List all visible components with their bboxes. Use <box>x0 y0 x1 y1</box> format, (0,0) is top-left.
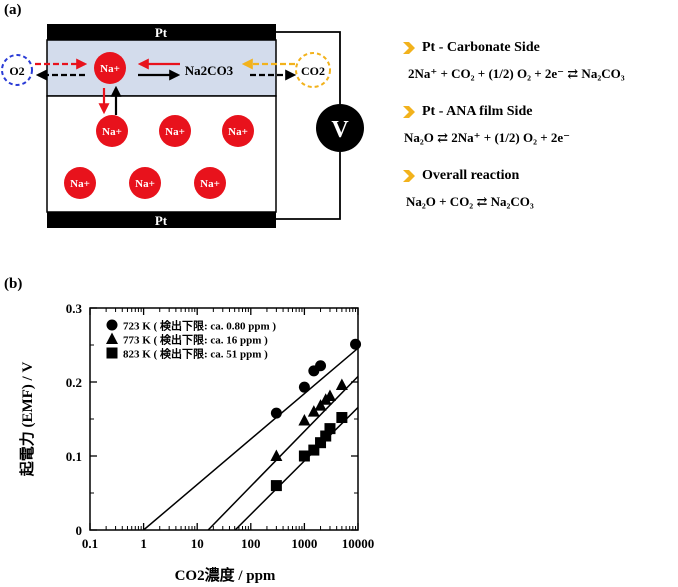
data-point-square <box>270 480 282 492</box>
o2-label: O2 <box>9 64 24 78</box>
section-carbonate: Pt - Carbonate Side 2Na⁺ + CO₂ + (1/2) O… <box>402 40 672 82</box>
equation: Na₂O ⇄ 2Na⁺ + (1/2) O₂ + 2e⁻ <box>404 130 571 145</box>
fit-line <box>207 375 358 530</box>
section-overall: Overall reaction Na₂O + CO₂ ⇄ Na₂CO₃ <box>402 168 672 210</box>
svg-text:Na+: Na+ <box>102 126 122 138</box>
svg-text:Na+: Na+ <box>135 178 155 190</box>
na-ions: Na+ Na+ Na+ Na+ Na+ Na+ Na+ <box>64 52 254 199</box>
na-ion <box>194 167 226 199</box>
data-point-triangle <box>335 378 348 390</box>
panel-b-label: (b) <box>4 276 23 292</box>
y-tick-label: 0.1 <box>66 449 82 464</box>
section-title: Overall reaction <box>422 168 520 183</box>
svg-text:Na+: Na+ <box>100 63 120 75</box>
data-point-triangle <box>298 413 311 426</box>
data-point-triangle <box>314 399 327 411</box>
x-tick-label: 10000 <box>342 536 375 551</box>
x-tick-label: 1 <box>140 536 147 551</box>
data-point-triangle <box>323 389 336 402</box>
na-ion <box>222 115 254 147</box>
reaction-list: Pt - Carbonate Side 2Na⁺ + CO₂ + (1/2) O… <box>402 40 672 210</box>
co2-label: CO2 <box>301 64 325 78</box>
svg-text:Na+: Na+ <box>70 178 90 190</box>
pt-top-label: Pt <box>155 25 168 40</box>
svg-text:Na+: Na+ <box>165 126 185 138</box>
pt-bottom-label: Pt <box>155 213 168 228</box>
y-axis-label: 起電力 (EMF) / V <box>18 362 36 478</box>
data-point-square <box>298 450 310 462</box>
data-points <box>270 338 362 492</box>
legend-label: 823 K ( 検出下限: ca. 51 ppm ) <box>123 347 268 361</box>
x-tick-label: 0.1 <box>82 536 98 551</box>
section-title: Pt - Carbonate Side <box>422 40 540 55</box>
y-tick-label: 0.3 <box>66 301 83 316</box>
data-point-circle <box>315 360 327 372</box>
na-ion <box>129 167 161 199</box>
sensor-schematic: V Pt Pt O2 CO2 Na2CO3 Na+ Na+ Na+ Na+ Na… <box>1 24 364 228</box>
data-point-square <box>308 444 320 456</box>
equation: Na₂O + CO₂ ⇄ Na₂CO₃ <box>406 194 534 209</box>
na2co3-label: Na2CO3 <box>185 63 234 78</box>
circuit-wire-bottom <box>276 152 341 220</box>
chevron-icon <box>403 106 415 118</box>
y-tick-label: 0.2 <box>66 375 82 390</box>
data-point-square <box>315 437 327 449</box>
section-title: Pt - ANA film Side <box>422 104 533 119</box>
x-tick-label: 10 <box>191 536 204 551</box>
na-ion <box>64 167 96 199</box>
voltmeter-label: V <box>331 117 349 143</box>
equation: 2Na⁺ + CO₂ + (1/2) O₂ + 2e⁻ ⇄ Na₂CO₃ <box>408 66 625 81</box>
o2-circle <box>1 54 33 86</box>
data-point-square <box>320 430 332 442</box>
data-point-triangle <box>270 449 283 461</box>
pt-electrode-top <box>47 24 276 40</box>
carbonate-layer <box>46 39 277 97</box>
circuit-wire-top <box>276 31 341 104</box>
chevron-icon <box>403 42 415 54</box>
y-tick-label: 0 <box>76 523 83 538</box>
data-point-square <box>336 412 348 424</box>
data-point-triangle <box>307 405 320 417</box>
pt-electrode-bottom <box>47 212 276 228</box>
x-tick-label: 100 <box>241 536 261 551</box>
data-point-circle <box>270 407 282 419</box>
fit-line <box>143 347 358 530</box>
legend-marker <box>106 332 118 344</box>
section-ana-film: Pt - ANA film Side Na₂O ⇄ 2Na⁺ + (1/2) O… <box>402 104 672 146</box>
data-point-circle <box>298 381 310 393</box>
co2-circle <box>295 52 331 88</box>
na-ion <box>96 115 128 147</box>
panel-a-label: (a) <box>4 2 22 18</box>
voltmeter <box>316 104 364 152</box>
svg-text:Na+: Na+ <box>228 126 248 138</box>
na-ion <box>159 115 191 147</box>
legend-marker <box>106 319 118 331</box>
data-point-square <box>324 423 336 435</box>
legend-marker <box>106 347 118 359</box>
svg-text:Na+: Na+ <box>200 178 220 190</box>
legend-label: 773 K ( 検出下限: ca. 16 ppm ) <box>123 333 268 347</box>
legend: 723 K ( 検出下限: ca. 0.80 ppm )773 K ( 検出下限… <box>106 319 276 361</box>
chevron-icon <box>403 170 415 182</box>
x-axis-label: CO2濃度 / ppm <box>175 566 276 584</box>
legend-label: 723 K ( 検出下限: ca. 0.80 ppm ) <box>123 319 276 333</box>
na-ion <box>94 52 126 84</box>
x-tick-label: 1000 <box>291 536 317 551</box>
data-point-circle <box>350 338 362 350</box>
